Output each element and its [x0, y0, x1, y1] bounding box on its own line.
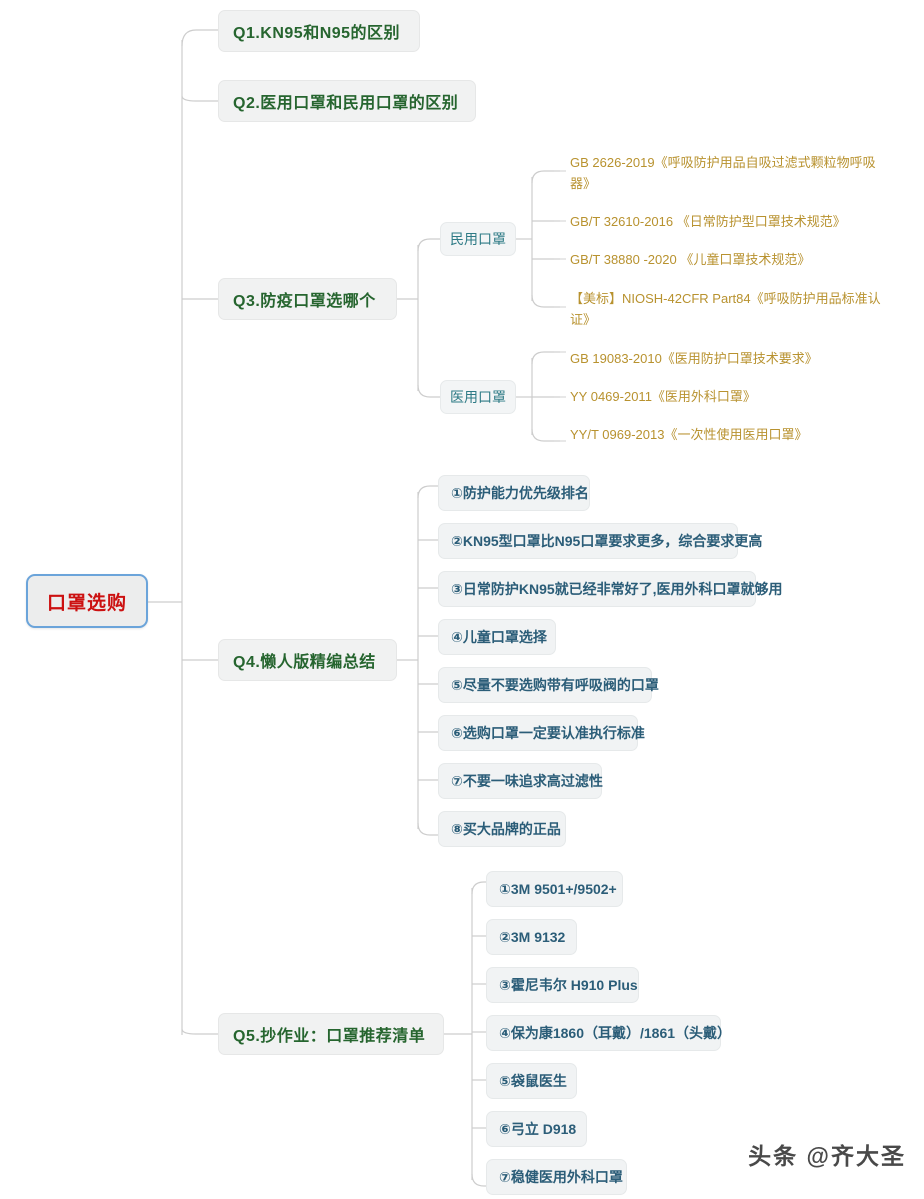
list-item-q4-8[interactable]: ⑧买大品牌的正品: [438, 811, 566, 847]
list-item-label: ①防护能力优先级排名: [451, 485, 589, 501]
root-node[interactable]: 口罩选购: [26, 574, 148, 628]
watermark: 头条 @齐大圣: [748, 1137, 906, 1171]
branch-label: Q3.防疫口罩选哪个: [233, 293, 376, 310]
leaf-label: GB 19083-2010《医用防护口罩技术要求》: [570, 351, 818, 366]
branch-label: Q5.抄作业：口罩推荐清单: [233, 1028, 426, 1045]
list-item-label: ⑧买大品牌的正品: [451, 821, 561, 837]
list-item-label: ⑥弓立 D918: [499, 1121, 577, 1137]
leaf-label: GB 2626-2019《呼吸防护用品自吸过滤式颗粒物呼吸器》: [570, 155, 876, 191]
branch-node-q4[interactable]: Q4.懒人版精编总结: [218, 639, 397, 681]
leaf-label: YY 0469-2011《医用外科口罩》: [570, 389, 756, 404]
list-item-label: ③日常防护KN95就已经非常好了,医用外科口罩就够用: [451, 581, 783, 597]
list-item-q4-1[interactable]: ①防护能力优先级排名: [438, 475, 590, 511]
list-item-q5-3[interactable]: ③霍尼韦尔 H910 Plus: [486, 967, 639, 1003]
leaf-standard-yy0469[interactable]: YY 0469-2011《医用外科口罩》: [570, 386, 890, 407]
branch-label: Q2.医用口罩和民用口罩的区别: [233, 95, 459, 112]
branch-node-q1[interactable]: Q1.KN95和N95的区别: [218, 10, 420, 52]
list-item-label: ⑦稳健医用外科口罩: [499, 1169, 623, 1185]
list-item-label: ②3M 9132: [499, 928, 566, 945]
branch-label: Q1.KN95和N95的区别: [233, 25, 401, 42]
list-item-label: ④保为康1860（耳戴）/1861（头戴）: [499, 1025, 732, 1041]
leaf-standard-niosh[interactable]: 【美标】NIOSH-42CFR Part84《呼吸防护用品标准认证》: [570, 288, 882, 330]
leaf-standard-gb2626[interactable]: GB 2626-2019《呼吸防护用品自吸过滤式颗粒物呼吸器》: [570, 152, 878, 194]
branch-label: Q4.懒人版精编总结: [233, 654, 376, 671]
branch-node-q2[interactable]: Q2.医用口罩和民用口罩的区别: [218, 80, 476, 122]
leaf-standard-gbt38880[interactable]: GB/T 38880 -2020 《儿童口罩技术规范》: [570, 249, 890, 270]
list-item-label: ③霍尼韦尔 H910 Plus: [499, 977, 638, 993]
group-node-medical-mask[interactable]: 医用口罩: [440, 380, 516, 414]
leaf-standard-gbt32610[interactable]: GB/T 32610-2016 《日常防护型口罩技术规范》: [570, 211, 890, 232]
list-item-q5-6[interactable]: ⑥弓立 D918: [486, 1111, 587, 1147]
leaf-label: GB/T 38880 -2020 《儿童口罩技术规范》: [570, 252, 811, 267]
leaf-label: GB/T 32610-2016 《日常防护型口罩技术规范》: [570, 214, 846, 229]
root-node-label: 口罩选购: [46, 592, 127, 614]
list-item-q4-5[interactable]: ⑤尽量不要选购带有呼吸阀的口罩: [438, 667, 659, 703]
list-item-label: ④儿童口罩选择: [451, 629, 547, 645]
list-item-q5-2[interactable]: ②3M 9132: [486, 919, 577, 955]
branch-node-q3[interactable]: Q3.防疫口罩选哪个: [218, 278, 397, 320]
list-item-q4-3[interactable]: ③日常防护KN95就已经非常好了,医用外科口罩就够用: [438, 571, 783, 607]
list-item-q5-7[interactable]: ⑦稳健医用外科口罩: [486, 1159, 627, 1195]
leaf-label: YY/T 0969-2013《一次性使用医用口罩》: [570, 427, 808, 442]
group-label: 民用口罩: [450, 231, 506, 247]
branch-node-q5[interactable]: Q5.抄作业：口罩推荐清单: [218, 1013, 444, 1055]
list-item-q4-6[interactable]: ⑥选购口罩一定要认准执行标准: [438, 715, 645, 751]
list-item-label: ①3M 9501+/9502+: [499, 880, 617, 897]
list-item-q5-4[interactable]: ④保为康1860（耳戴）/1861（头戴）: [486, 1015, 731, 1051]
group-node-civil-mask[interactable]: 民用口罩: [440, 222, 516, 256]
list-item-label: ⑥选购口罩一定要认准执行标准: [451, 725, 645, 741]
list-item-q4-2[interactable]: ②KN95型口罩比N95口罩要求更多，综合要求更高: [438, 523, 762, 559]
list-item-q4-4[interactable]: ④儿童口罩选择: [438, 619, 556, 655]
list-item-label: ⑤尽量不要选购带有呼吸阀的口罩: [451, 677, 659, 693]
leaf-standard-yyt0969[interactable]: YY/T 0969-2013《一次性使用医用口罩》: [570, 424, 890, 445]
group-label: 医用口罩: [450, 389, 506, 405]
list-item-q4-7[interactable]: ⑦不要一味追求高过滤性: [438, 763, 603, 799]
leaf-label: 【美标】NIOSH-42CFR Part84《呼吸防护用品标准认证》: [570, 291, 881, 327]
leaf-standard-gb19083[interactable]: GB 19083-2010《医用防护口罩技术要求》: [570, 348, 890, 369]
list-item-q5-5[interactable]: ⑤袋鼠医生: [486, 1063, 577, 1099]
list-item-q5-1[interactable]: ①3M 9501+/9502+: [486, 871, 623, 907]
list-item-label: ⑤袋鼠医生: [499, 1073, 567, 1089]
list-item-label: ②KN95型口罩比N95口罩要求更多，综合要求更高: [451, 533, 763, 549]
watermark-label: 头条 @齐大圣: [748, 1143, 906, 1169]
list-item-label: ⑦不要一味追求高过滤性: [451, 773, 603, 789]
